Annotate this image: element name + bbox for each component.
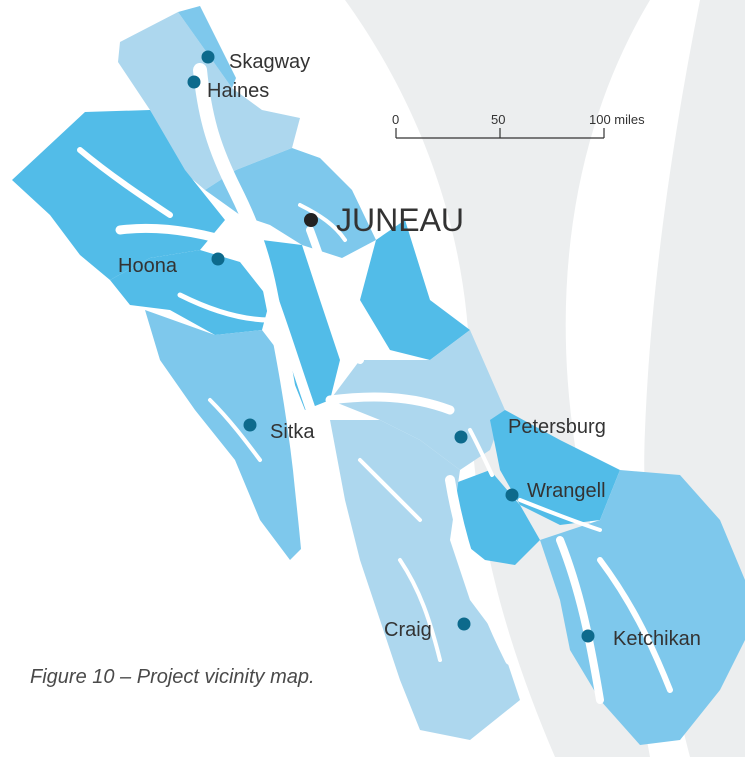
town-label-wrangell: Wrangell	[527, 480, 606, 502]
taku-inlet	[298, 203, 347, 242]
town-label-sitka: Sitka	[270, 421, 315, 443]
region-ketchikan	[540, 470, 745, 745]
region-wrangell	[450, 470, 540, 565]
wrangell-narrows	[468, 428, 494, 477]
figure-caption: Figure 10 – Project vicinity map.	[30, 666, 315, 688]
prince-of-wales-inlet	[358, 458, 422, 522]
town-label-haines: Haines	[207, 80, 269, 102]
town-label-craig: Craig	[384, 619, 432, 641]
scale-label-0: 0	[392, 112, 399, 127]
capital-marker-juneau	[304, 213, 318, 227]
stikine-inlet	[518, 498, 602, 532]
region-petersburg	[490, 410, 620, 525]
town-label-ketchikan: Ketchikan	[613, 628, 701, 650]
town-marker-skagway	[201, 50, 215, 64]
sitka-sound	[208, 398, 262, 462]
town-marker-ketchikan	[581, 629, 595, 643]
town-label-juneau: JUNEAU	[336, 202, 464, 238]
town-markers	[187, 50, 595, 643]
stephens-passage	[306, 226, 364, 364]
town-label-petersburg: Petersburg	[508, 416, 606, 438]
town-label-skagway: Skagway	[229, 51, 310, 73]
region-craig	[330, 420, 520, 740]
region-admiralty	[262, 240, 340, 410]
region-glacier-bay	[12, 110, 225, 280]
behm-canal	[556, 536, 604, 704]
craig-channel	[398, 558, 442, 662]
town-label-hoona: Hoona	[118, 255, 178, 277]
revillagigedo-channel	[597, 557, 673, 693]
town-marker-craig	[457, 617, 471, 631]
scale-bar	[395, 128, 605, 139]
town-labels: Skagway Haines JUNEAU Hoona Sitka Peters…	[118, 51, 701, 650]
region-east-mainland	[360, 220, 470, 360]
region-sitka	[145, 310, 310, 560]
water-channels	[77, 63, 673, 704]
chatham-strait	[265, 285, 323, 435]
glacier-bay-inlet	[77, 147, 173, 218]
town-marker-haines	[187, 75, 201, 89]
frederick-sound	[325, 392, 455, 415]
scale-label-100: 100 miles	[589, 112, 645, 127]
town-marker-wrangell	[505, 488, 519, 502]
region-juneau	[205, 148, 376, 258]
clarence-strait	[445, 475, 515, 665]
peril-strait	[177, 292, 273, 323]
town-marker-hoona	[211, 252, 225, 266]
scale-label-50: 50	[491, 112, 505, 127]
town-marker-petersburg	[454, 430, 468, 444]
region-skagway-top	[178, 6, 236, 88]
icy-strait	[115, 223, 245, 250]
town-marker-sitka	[243, 418, 257, 432]
